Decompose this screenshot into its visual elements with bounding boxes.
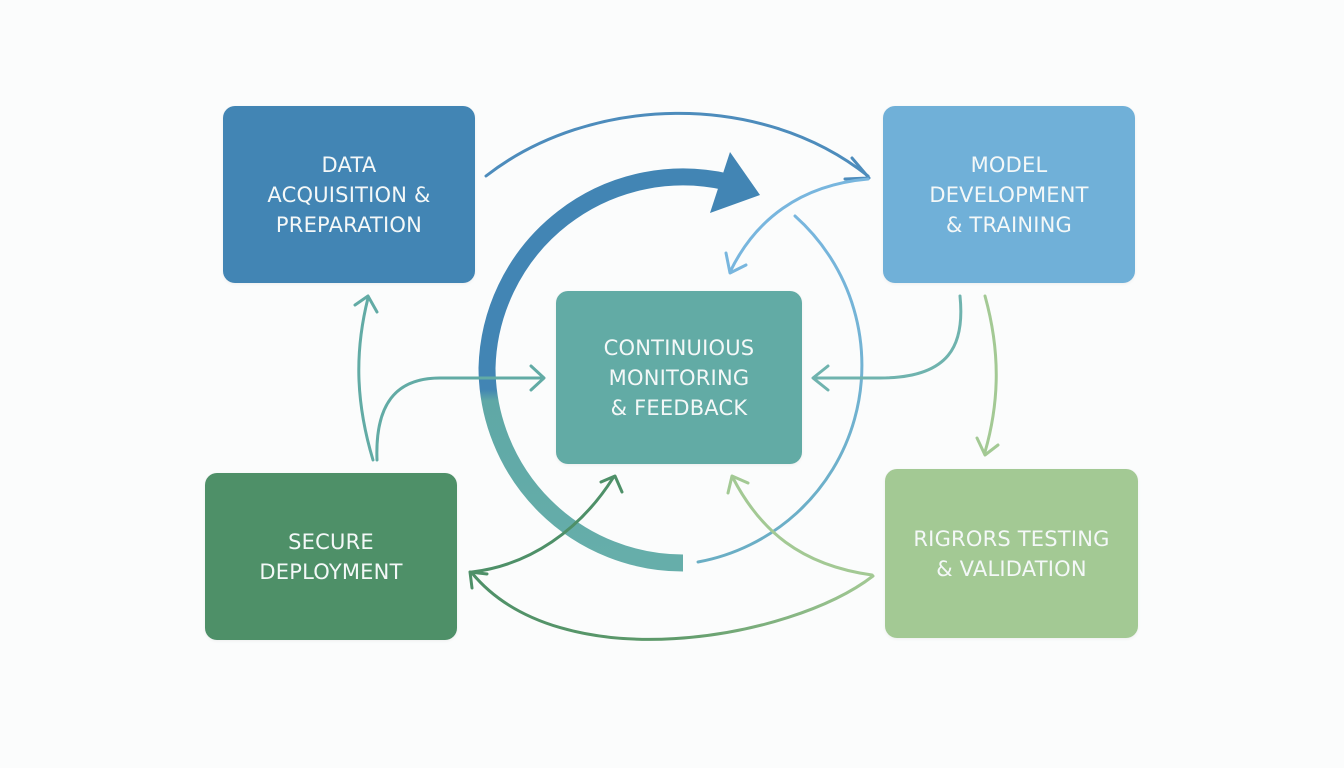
node-label-line: & FEEDBACK <box>610 395 748 420</box>
cycle-arc-main <box>478 168 729 572</box>
connector-model-to-monitor <box>728 177 870 274</box>
node-testing-validation: RIGRORS TESTING & VALIDATION <box>885 469 1138 638</box>
cycle-arc-right <box>696 214 864 564</box>
node-data-acquisition: DATA ACQUISITION & PREPARATION <box>223 106 475 283</box>
node-label-line: CONTINUIOUS <box>603 335 755 360</box>
arrowhead-model-to-testing <box>975 436 1000 457</box>
arrowhead-secure-to-monitor <box>529 364 546 392</box>
connector-testing-to-secure <box>470 571 875 641</box>
connector-testing-to-monitor <box>731 476 874 577</box>
node-secure-deployment: SECURE DEPLOYMENT <box>205 473 457 640</box>
connector-model-to-testing <box>983 294 998 454</box>
node-label-line: & VALIDATION <box>936 556 1087 581</box>
arrowhead-testing-to-monitor <box>726 474 750 495</box>
node-label-line: PREPARATION <box>275 212 423 237</box>
node-label-line: DEPLOYMENT <box>259 559 403 584</box>
arrowhead-secure-to-data <box>353 294 379 314</box>
cycle-arc-arrowhead <box>710 152 760 213</box>
connector-secure-to-data <box>357 296 375 462</box>
connector-model-to-monitor-feedback <box>813 294 963 380</box>
node-label-line: SECURE <box>288 529 374 554</box>
node-label-line: ACQUISITION & <box>267 182 431 207</box>
connector-secure-to-monitor-lower <box>470 476 615 574</box>
arrowhead-model-feedback <box>811 364 830 392</box>
node-label-line: RIGRORS TESTING <box>913 526 1110 551</box>
node-continuous-monitoring: CONTINUIOUS MONITORING & FEEDBACK <box>556 291 802 464</box>
connector-secure-to-monitor <box>375 376 545 462</box>
node-label-line: & TRAINING <box>945 212 1073 237</box>
arrowhead-secure-to-monitor-lower <box>599 474 624 494</box>
node-label-line: MONITORING <box>608 365 750 390</box>
node-label-line: MODEL <box>970 152 1048 177</box>
connector-data-to-model <box>484 111 870 178</box>
arrowhead-testing-to-secure <box>468 570 489 590</box>
node-label-line: DEVELOPMENT <box>929 182 1089 207</box>
arrowhead-model-to-monitor <box>724 251 748 275</box>
node-model-development: MODEL DEVELOPMENT & TRAINING <box>883 106 1135 283</box>
node-label-line: DATA <box>321 152 377 177</box>
